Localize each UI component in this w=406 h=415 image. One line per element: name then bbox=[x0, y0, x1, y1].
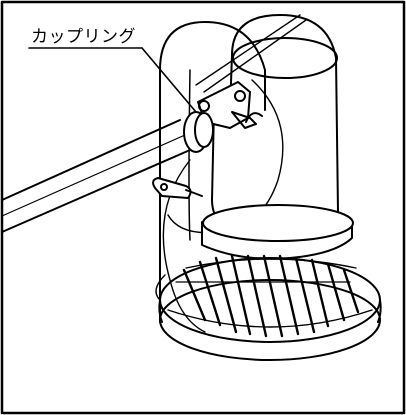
clip bbox=[152, 177, 203, 199]
coupling-bracket bbox=[197, 81, 263, 129]
rotor-disc bbox=[158, 204, 382, 361]
callout-leader bbox=[28, 47, 197, 113]
coupling-label: カップリング bbox=[31, 27, 136, 47]
shaft bbox=[1, 111, 214, 233]
